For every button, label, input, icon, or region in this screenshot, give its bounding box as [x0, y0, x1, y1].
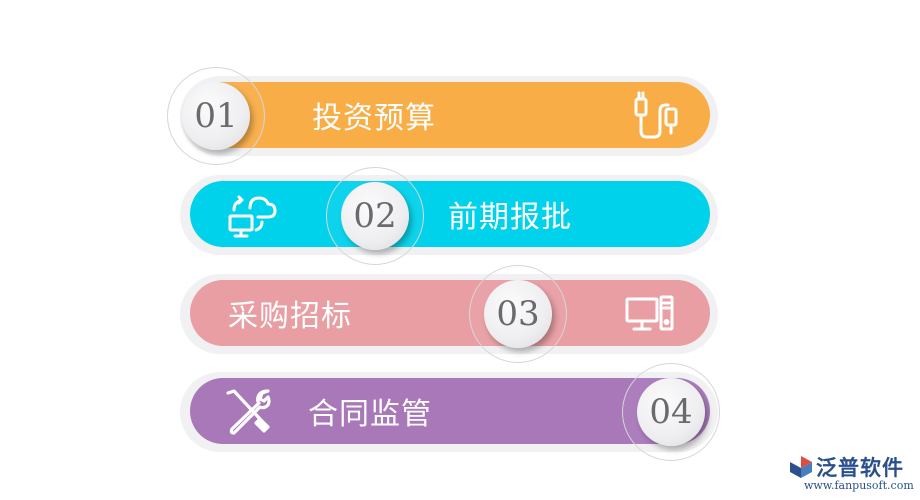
logo-name: 泛普软件: [816, 456, 904, 480]
step-3-fill: 采购招标: [190, 280, 710, 346]
step-3-bar: 采购招标: [180, 274, 718, 354]
company-logo: 泛普软件 www.fanpusoft.com: [788, 452, 916, 496]
step-2-label: 前期报批: [448, 200, 572, 235]
step-3-number-badge: 03: [469, 265, 567, 363]
logo-mark-icon: [788, 454, 814, 480]
step-1-number-badge: 01: [167, 67, 265, 165]
step-4-number: 04: [637, 378, 705, 446]
step-1-number: 01: [182, 82, 250, 150]
step-1-fill: 投资预算: [190, 82, 710, 148]
step-4-number-badge: 04: [622, 363, 720, 461]
step-3-number: 03: [484, 280, 552, 348]
step-3-label: 采购招标: [228, 299, 352, 334]
wrench-screwdriver-icon: [220, 383, 276, 439]
step-4-bar: 合同监管: [180, 372, 718, 452]
cloud-sync-monitor-icon: [224, 186, 280, 242]
step-1-bar: 投资预算: [180, 76, 718, 156]
step-1-label: 投资预算: [312, 101, 436, 136]
step-4-label: 合同监管: [308, 397, 432, 432]
step-2-number: 02: [341, 182, 409, 250]
step-2-fill: 前期报批: [190, 181, 710, 247]
step-2-bar: 前期报批: [180, 175, 718, 255]
logo-url: www.fanpusoft.com: [804, 479, 914, 492]
desktop-computer-icon: [622, 285, 678, 341]
cable-plug-icon: [628, 87, 684, 143]
step-2-number-badge: 02: [326, 167, 424, 265]
